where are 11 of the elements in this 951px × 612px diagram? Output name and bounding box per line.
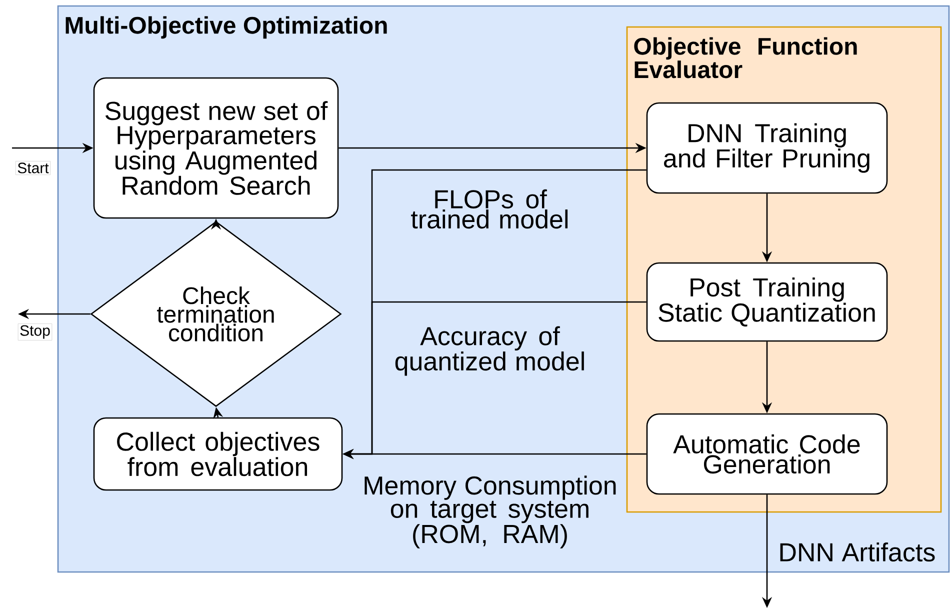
edge-label: Start: [15, 160, 51, 176]
process-box: Suggest new set of Hyperparameters using Augmented Random Search: [93, 77, 339, 219]
edge-label: Memory Consumption on target system (ROM, RAM): [364, 476, 616, 548]
edge-label: Accuracy of quantized model: [395, 326, 584, 376]
edge-label: FLOPs of trained model: [411, 189, 568, 229]
process-box: Automatic Code Generation: [646, 413, 888, 495]
edge-label: DNN Artifacts: [780, 542, 935, 562]
process-box: Post Training Static Quantization: [646, 262, 888, 342]
edge-label: Stop: [18, 323, 52, 341]
process-box: DNN Training and Filter Pruning: [646, 102, 888, 194]
process-box: Collect objectives from evaluation: [93, 417, 343, 491]
